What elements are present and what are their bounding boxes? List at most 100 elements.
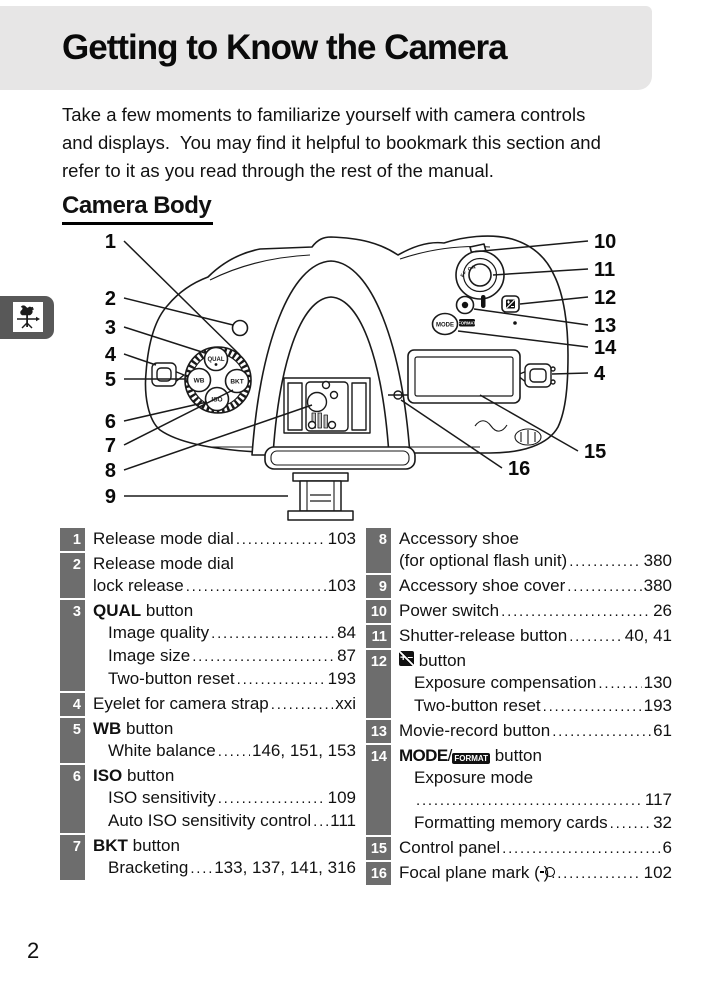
item-line: Release mode dial103 <box>93 528 356 551</box>
item-content: BKT buttonBracketing133, 137, 141, 316 <box>85 835 356 880</box>
accessory-shoe-cover <box>287 472 354 521</box>
parts-list-item: 10 Power switch 26 <box>366 600 672 623</box>
item-line: Formatting memory cards32 <box>399 812 672 835</box>
item-number-badge: 3 <box>60 600 85 691</box>
dotted-leader <box>416 789 643 812</box>
callout-number: 9 <box>105 486 116 508</box>
item-label-text: White balance <box>108 741 216 760</box>
item-label-text: button <box>141 601 194 620</box>
chapter-title-banner <box>0 6 652 90</box>
item-label-text: button <box>122 766 175 785</box>
item-label-text: Power switch <box>399 601 500 620</box>
item-line: Two-button reset193 <box>93 668 356 691</box>
page-reference: 193 <box>327 669 356 688</box>
callout-number: 16 <box>508 458 530 480</box>
dotted-leader <box>567 575 641 598</box>
item-content: Power switch 26 <box>391 600 672 623</box>
item-label-text: Auto ISO sensitivity control <box>108 811 312 830</box>
item-label-text: button <box>414 651 466 670</box>
item-label-text: Movie-record button <box>399 721 551 740</box>
rooster-weathervane-icon <box>13 302 43 332</box>
item-line: button <box>399 647 672 672</box>
item-number-badge: 12 <box>366 650 391 718</box>
item-line: MODE/FORMAT button <box>399 745 672 767</box>
callout-number: 2 <box>105 288 116 310</box>
dotted-leader <box>236 528 326 551</box>
item-number-badge: 8 <box>366 528 391 573</box>
page-reference: 109 <box>327 788 356 807</box>
page-reference: 61 <box>653 721 672 740</box>
item-number-badge: 11 <box>366 625 391 648</box>
parts-list-item: 15 Control panel 6 <box>366 837 672 860</box>
item-label-text: Eyelet for camera strap <box>93 694 269 713</box>
dotted-leader <box>218 787 326 810</box>
page-reference: 84 <box>337 623 356 642</box>
callout-number: 5 <box>105 369 116 391</box>
item-line: Image quality 84 <box>93 622 356 645</box>
item-line: ISO button <box>93 765 356 787</box>
exposure-comp-button <box>501 295 520 313</box>
svg-text:FORMAT: FORMAT <box>458 321 476 326</box>
dotted-leader <box>211 622 335 645</box>
page-reference: 32 <box>653 813 672 832</box>
item-number-badge: 13 <box>366 720 391 743</box>
item-number-badge: 4 <box>60 693 85 716</box>
dotted-leader <box>501 600 651 623</box>
item-label-text: button <box>489 746 542 765</box>
item-content: Accessory shoe cover 380 <box>391 575 672 598</box>
callout-numbers: 1 2 3 4 5 6 7 8 9 10 11 12 13 14 4 15 16 <box>105 231 617 508</box>
dotted-leader <box>186 575 326 598</box>
svg-text:MODE: MODE <box>436 323 454 329</box>
page-reference: 117 <box>644 790 672 809</box>
callout-number: 14 <box>594 337 617 359</box>
svg-text:ISO: ISO <box>211 397 222 404</box>
dotted-leader <box>271 693 333 716</box>
item-line: WB button <box>93 718 356 740</box>
item-line: Accessory shoe <box>399 528 672 550</box>
item-content: Movie-record button 61 <box>391 720 672 743</box>
page-reference: 6 <box>662 838 672 857</box>
page-reference: 26 <box>653 601 672 620</box>
dotted-leader <box>218 740 250 763</box>
item-number-badge: 10 <box>366 600 391 623</box>
item-label-text: Image quality <box>108 623 210 642</box>
callout-number: 4 <box>594 363 606 385</box>
item-line: Bracketing133, 137, 141, 316 <box>93 857 356 880</box>
page-reference: 103 <box>327 529 356 548</box>
item-line: Two-button reset193 <box>399 695 672 718</box>
item-label-text: Accessory shoe cover <box>399 576 566 595</box>
item-number-badge: 15 <box>366 837 391 860</box>
item-label-text: Exposure compensation <box>414 673 597 692</box>
item-label-text: Control panel <box>399 838 501 857</box>
item-content: Control panel 6 <box>391 837 672 860</box>
item-line: White balance146, 151, 153 <box>93 740 356 763</box>
item-content: Accessory shoe(for optional flash unit)3… <box>391 528 672 573</box>
item-line: Eyelet for camera strap xxi <box>93 693 356 716</box>
item-label-text: Two-button reset <box>414 696 541 715</box>
svg-text:BKT: BKT <box>230 379 243 386</box>
item-label-text: Focal plane mark ( <box>399 863 540 882</box>
callout-number: 4 <box>105 344 117 366</box>
page-reference: 380 <box>643 576 672 595</box>
dotted-leader <box>569 550 641 573</box>
item-line: 117 <box>399 789 672 812</box>
dotted-leader <box>551 862 641 885</box>
item-number-badge: 6 <box>60 765 85 833</box>
format-box-icon: FORMAT <box>452 753 490 764</box>
page-reference: xxi <box>335 694 356 713</box>
callout-number: 7 <box>105 435 116 457</box>
page-reference: 87 <box>337 646 356 665</box>
control-panel <box>407 349 521 404</box>
item-line: Accessory shoe cover 380 <box>399 575 672 598</box>
